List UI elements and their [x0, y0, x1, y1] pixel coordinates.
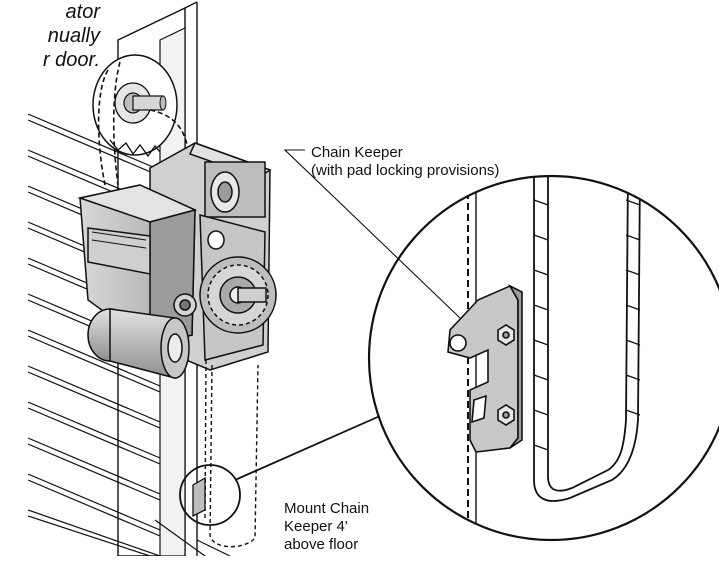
- operator-unit: [77, 142, 277, 379]
- detail-marker-circle: [179, 464, 241, 526]
- sprocket-teeth: [109, 139, 161, 158]
- chain-keeper-title: Chain Keeper: [311, 144, 403, 161]
- chain-keeper-subtitle: (with pad locking provisions): [311, 162, 500, 179]
- output-sprocket: [199, 256, 277, 334]
- small-chain-keeper: [192, 476, 206, 518]
- top-caption-line-2: nually: [47, 25, 100, 47]
- vent-panel: [87, 227, 151, 275]
- zoom-circle-border: [367, 174, 719, 542]
- chain-keeper-leader: [283, 149, 461, 319]
- door-drum-sprocket: [92, 54, 178, 158]
- zoom-detail: [369, 176, 719, 540]
- top-caption-line-3: r door.: [42, 49, 100, 71]
- chain-loop: [533, 176, 641, 502]
- drive-chain: [97, 61, 189, 186]
- hex-bolt-bottom: [497, 404, 515, 426]
- top-caption-line-1: ator: [65, 1, 100, 23]
- mount-note-line-3: above floor: [284, 536, 359, 553]
- chain-keeper-bracket: [447, 284, 523, 453]
- chain-keeper-label: Chain Keeper (with pad locking provision…: [311, 144, 499, 180]
- mount-note-line-2: Keeper 4': [284, 518, 348, 535]
- hand-chain: [204, 359, 259, 548]
- mount-note-line-1: Mount Chain: [284, 500, 370, 517]
- mount-note-label: Mount Chain Keeper 4' above floor: [284, 500, 369, 554]
- hex-bolt-top: [497, 324, 515, 346]
- zoom-connector: [234, 407, 399, 481]
- top-caption: ator nually r door.: [0, 0, 100, 72]
- motor: [87, 308, 190, 379]
